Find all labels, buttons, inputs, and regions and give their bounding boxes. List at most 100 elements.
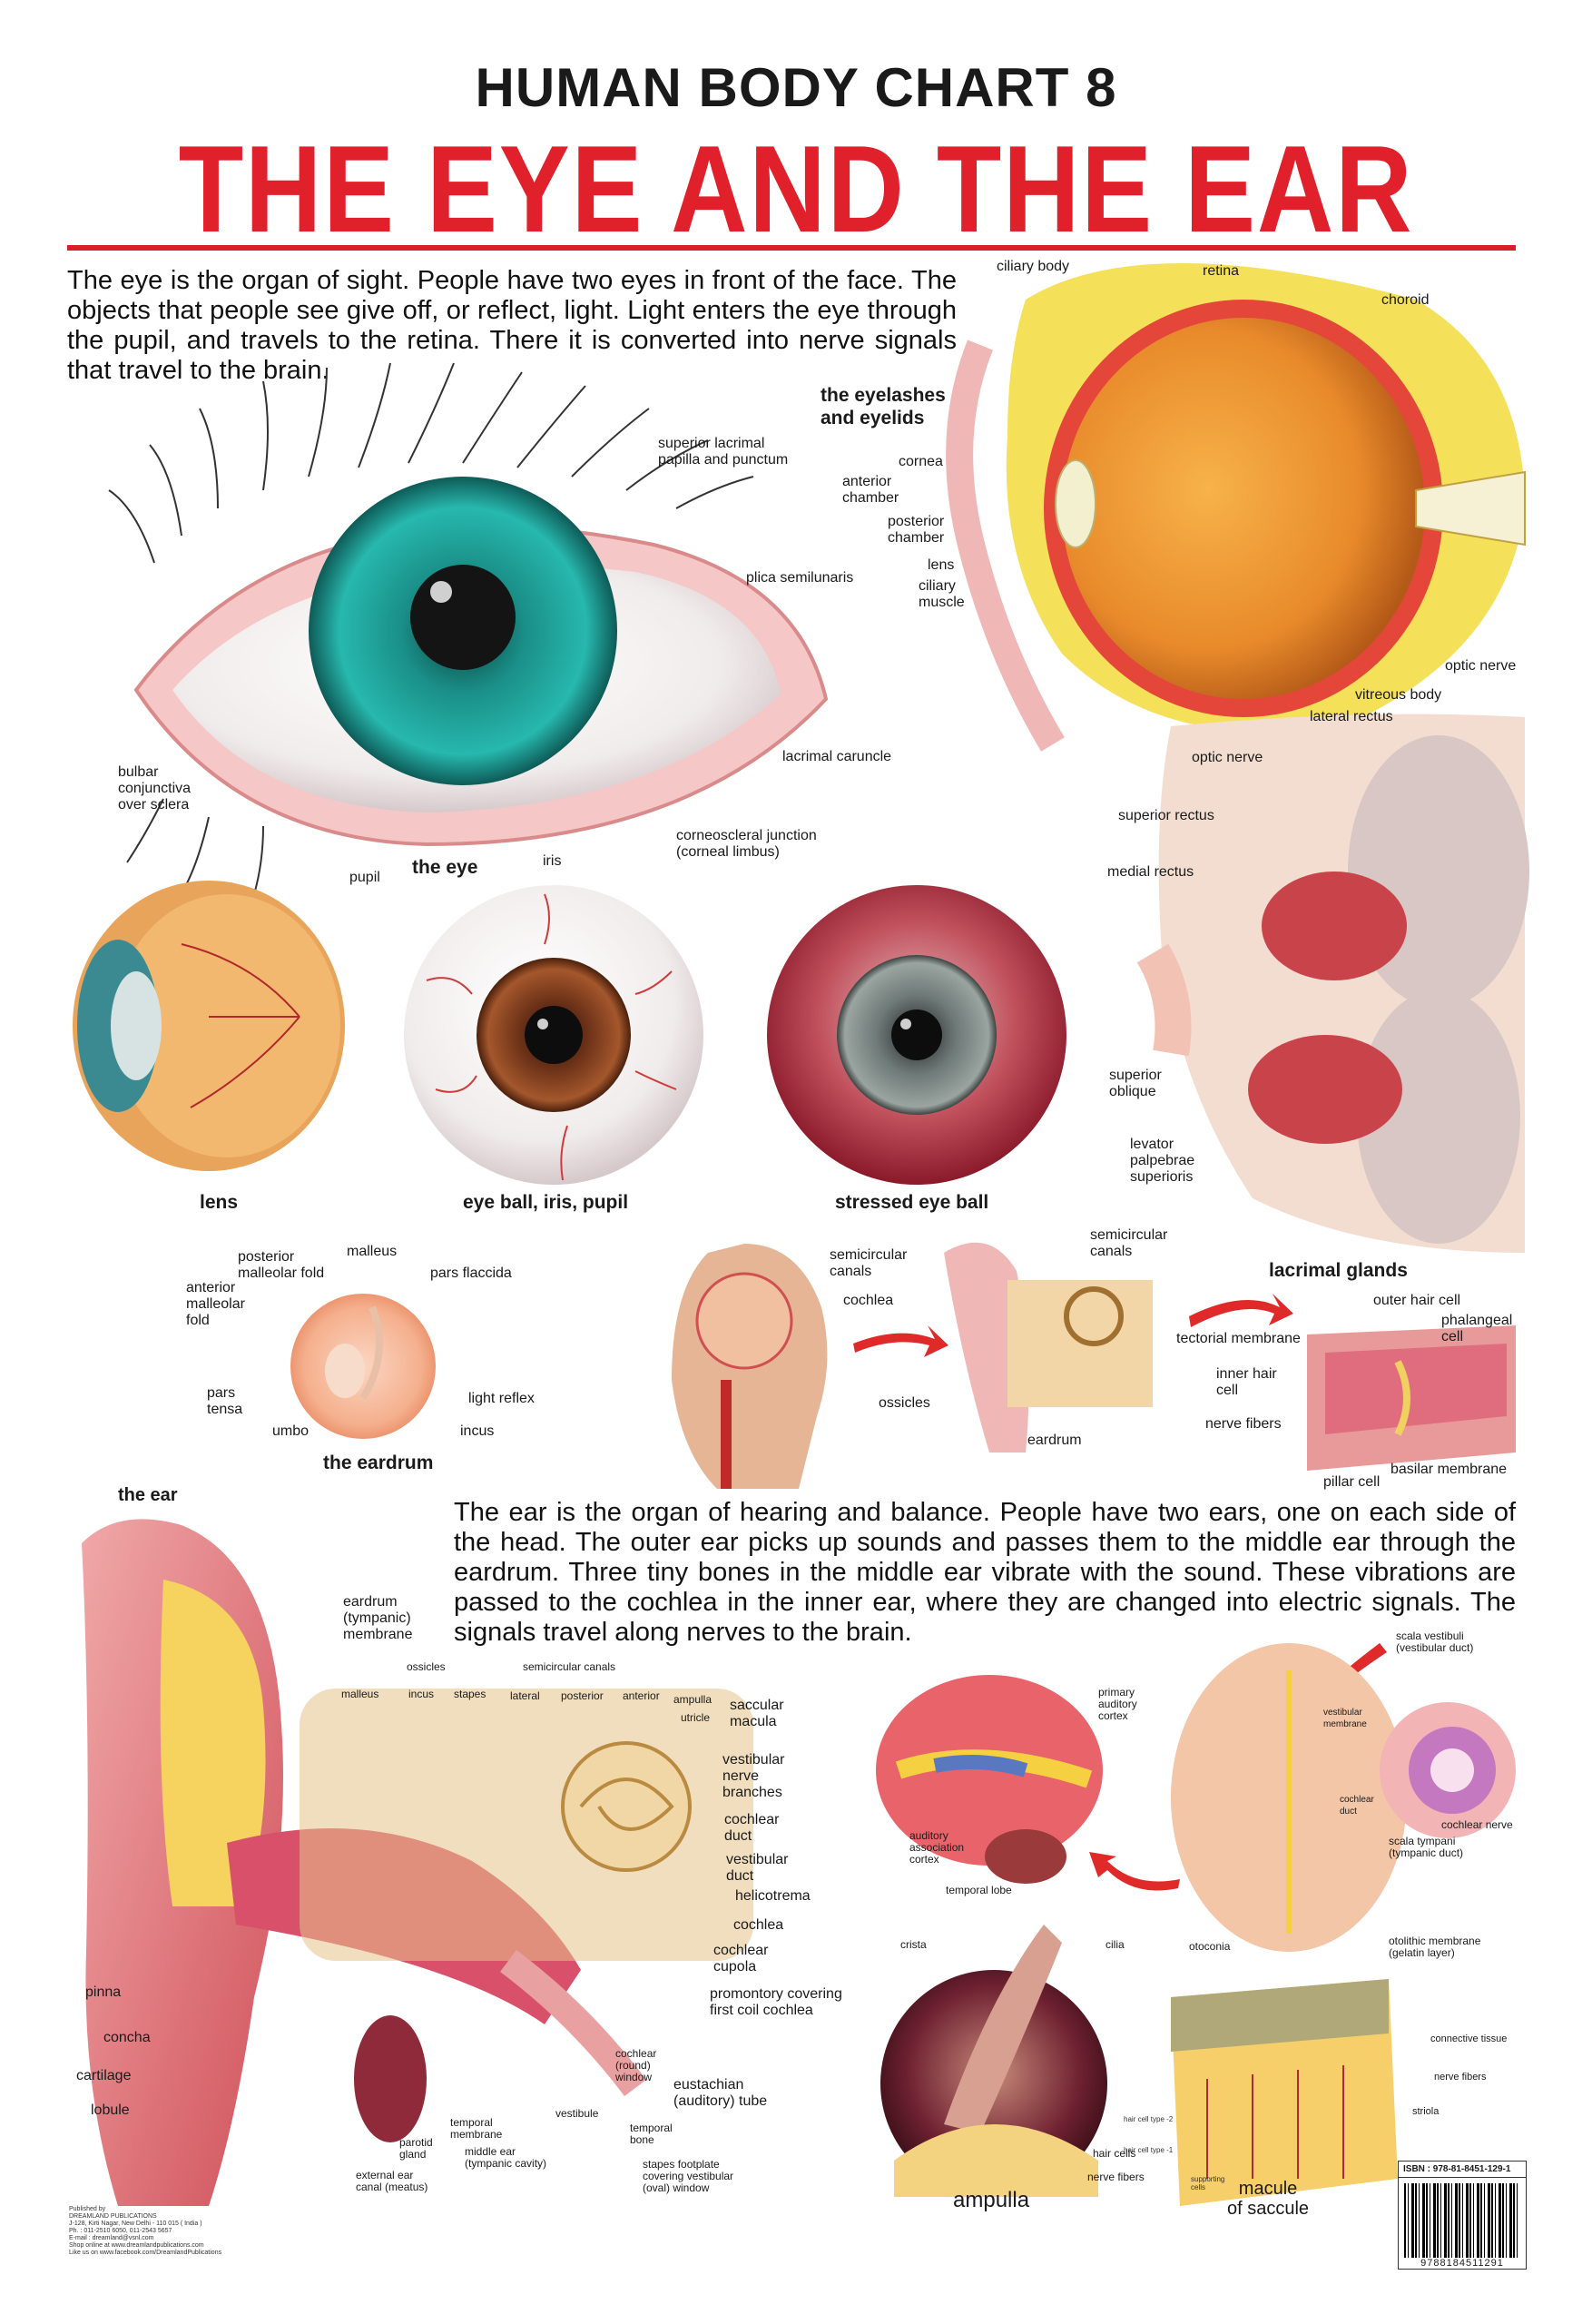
label-saccular: saccular macula (730, 1698, 784, 1729)
label-semicircular-b: semicircular canals (1090, 1227, 1168, 1259)
label-ciliary-muscle: ciliary muscle (919, 578, 965, 610)
orbit-illustration (1136, 714, 1529, 1253)
label-lateral-rectus: lateral rectus (1310, 709, 1393, 724)
label-cochlea-big: cochlea (733, 1917, 784, 1933)
label-ossicles-big: ossicles (407, 1660, 446, 1673)
label-choroid: choroid (1381, 292, 1430, 308)
brain-illustration (876, 1643, 1407, 1952)
label-auditory-assoc: auditory association cortex (909, 1829, 965, 1866)
label-ampulla-big: ampulla (673, 1693, 712, 1706)
label-umbo: umbo (272, 1423, 310, 1439)
label-cochlear-duct-brain: cochlear duct (1340, 1795, 1374, 1817)
label-pars-flaccida: pars flaccida (430, 1265, 512, 1281)
label-pillar: pillar cell (1323, 1474, 1381, 1490)
head-illustration (672, 1244, 828, 1489)
ear-section-small (944, 1242, 1153, 1452)
label-hair-type2: hair cell type -2 (1124, 2115, 1174, 2123)
label-concha: concha (103, 2030, 151, 2045)
label-inner-hair: inner hair cell (1216, 1366, 1277, 1398)
label-levator: levator palpebrae superioris (1130, 1137, 1195, 1185)
label-superior-oblique: superior oblique (1109, 1068, 1162, 1099)
label-malleus-drum: malleus (347, 1244, 398, 1259)
label-plica: plica semilunaris (746, 570, 854, 586)
label-posterior-chamber: posterior chamber (888, 514, 945, 546)
label-anterior-chamber: anterior chamber (842, 474, 899, 506)
label-external-ear: external ear canal (meatus) (356, 2169, 428, 2193)
label-cornea: cornea (899, 454, 943, 469)
label-utricle: utricle (681, 1711, 711, 1724)
label-lacrimal-caruncle: lacrimal caruncle (782, 749, 892, 764)
ampulla-illustration (880, 1925, 1107, 2197)
label-hair-cells: hair cells (1093, 2147, 1136, 2160)
label-basilar: basilar membrane (1391, 1462, 1508, 1477)
label-bulbar: bulbar conjunctiva over sclera (118, 764, 192, 812)
big-ear-illustration (82, 1519, 753, 2206)
label-cilia: cilia (1106, 1938, 1125, 1951)
label-parotid: parotid gland (399, 2136, 433, 2161)
label-striola: striola (1412, 2106, 1440, 2117)
publisher-info: Published by DREAMLAND PUBLICATIONS J-12… (69, 2206, 222, 2256)
label-lateral: lateral (510, 1689, 540, 1702)
caption-lens: lens (200, 1192, 239, 1213)
lens-eyeball (73, 881, 345, 1171)
label-cochlear-cupola: cochlear cupola (713, 1943, 769, 1974)
caption-saccule: macule of saccule (1227, 2179, 1310, 2219)
label-posterior-fold: posterior malleolar fold (238, 1249, 325, 1281)
eardrum-illustration (290, 1294, 436, 1439)
saccule-illustration (1171, 1979, 1398, 2206)
caption-stressed: stressed eye ball (835, 1192, 989, 1213)
chart-subtitle: HUMAN BODY CHART 8 (475, 57, 1117, 118)
label-scala-vestibuli: scala vestibuli (vestibular duct) (1396, 1630, 1474, 1654)
label-nerve-fibers-corti: nerve fibers (1205, 1416, 1282, 1432)
label-cochlea-small: cochlea (843, 1293, 894, 1308)
label-temporal-lobe: temporal lobe (946, 1884, 1012, 1896)
label-semicircular-big: semicircular canals (523, 1660, 616, 1673)
caption-eardrum: the eardrum (323, 1452, 434, 1473)
label-middle-ear: middle ear (tympanic cavity) (465, 2145, 547, 2170)
label-crista: crista (900, 1938, 927, 1951)
label-pupil: pupil (349, 870, 380, 885)
label-vestibule: vestibule (555, 2107, 599, 2120)
iris-eyeball (404, 885, 703, 1185)
label-nerve-fibers-amp: nerve fibers (1087, 2171, 1145, 2183)
label-pinna: pinna (85, 1984, 122, 2000)
front-eye-illustration (108, 362, 829, 895)
label-phalangeal: phalangeal cell (1441, 1313, 1513, 1344)
label-tectorial: tectorial membrane (1176, 1331, 1301, 1346)
label-optic-nerve-a: optic nerve (1445, 658, 1517, 674)
label-anterior: anterior (623, 1689, 660, 1702)
label-cartilage: cartilage (76, 2068, 132, 2083)
caption-the-eye: the eye (412, 857, 478, 878)
label-superior-lacrimal: superior lacrimal papilla and punctum (658, 436, 789, 468)
label-helicotrema: helicotrema (735, 1888, 811, 1904)
label-pars-tensa: pars tensa (207, 1385, 243, 1417)
label-vitreous-body: vitreous body (1355, 687, 1442, 703)
label-posterior: posterior (561, 1689, 604, 1702)
label-ciliary-body: ciliary body (997, 259, 1070, 274)
label-lobule: lobule (91, 2102, 130, 2118)
label-vestibular-duct: vestibular duct (726, 1852, 789, 1884)
label-superior-rectus: superior rectus (1118, 808, 1214, 823)
label-optic-nerve-b: optic nerve (1192, 750, 1263, 765)
label-outer-hair: outer hair cell (1373, 1293, 1461, 1308)
label-otolithic: otolithic membrane (gelatin layer) (1389, 1935, 1481, 1959)
label-eustachian: eustachian (auditory) tube (673, 2077, 768, 2109)
label-connective: connective tissue (1430, 2034, 1508, 2044)
caption-ampulla: ampulla (953, 2188, 1030, 2212)
label-cochlear-nerve: cochlear nerve (1441, 1818, 1513, 1831)
barcode (1404, 2183, 1520, 2258)
label-ossicles-small: ossicles (879, 1395, 930, 1411)
caption-lacrimal-glands: lacrimal glands (1269, 1260, 1408, 1281)
eyelashes (108, 362, 754, 895)
label-semicircular-a: semicircular canals (830, 1247, 908, 1279)
label-lens: lens (928, 557, 955, 573)
label-incus-drum: incus (460, 1423, 495, 1439)
label-nerve-fibers-sac: nerve fibers (1434, 2072, 1487, 2083)
title-rule (67, 245, 1516, 251)
isbn-label: ISBN : 978-81-8451-129-1 (1399, 2162, 1526, 2178)
cochlea-section-illustration (1380, 1702, 1516, 1838)
label-vestibular-membrane: vestibular membrane (1323, 1708, 1367, 1729)
eye-section-illustration (946, 263, 1526, 752)
caption-the-ear: the ear (118, 1485, 178, 1505)
